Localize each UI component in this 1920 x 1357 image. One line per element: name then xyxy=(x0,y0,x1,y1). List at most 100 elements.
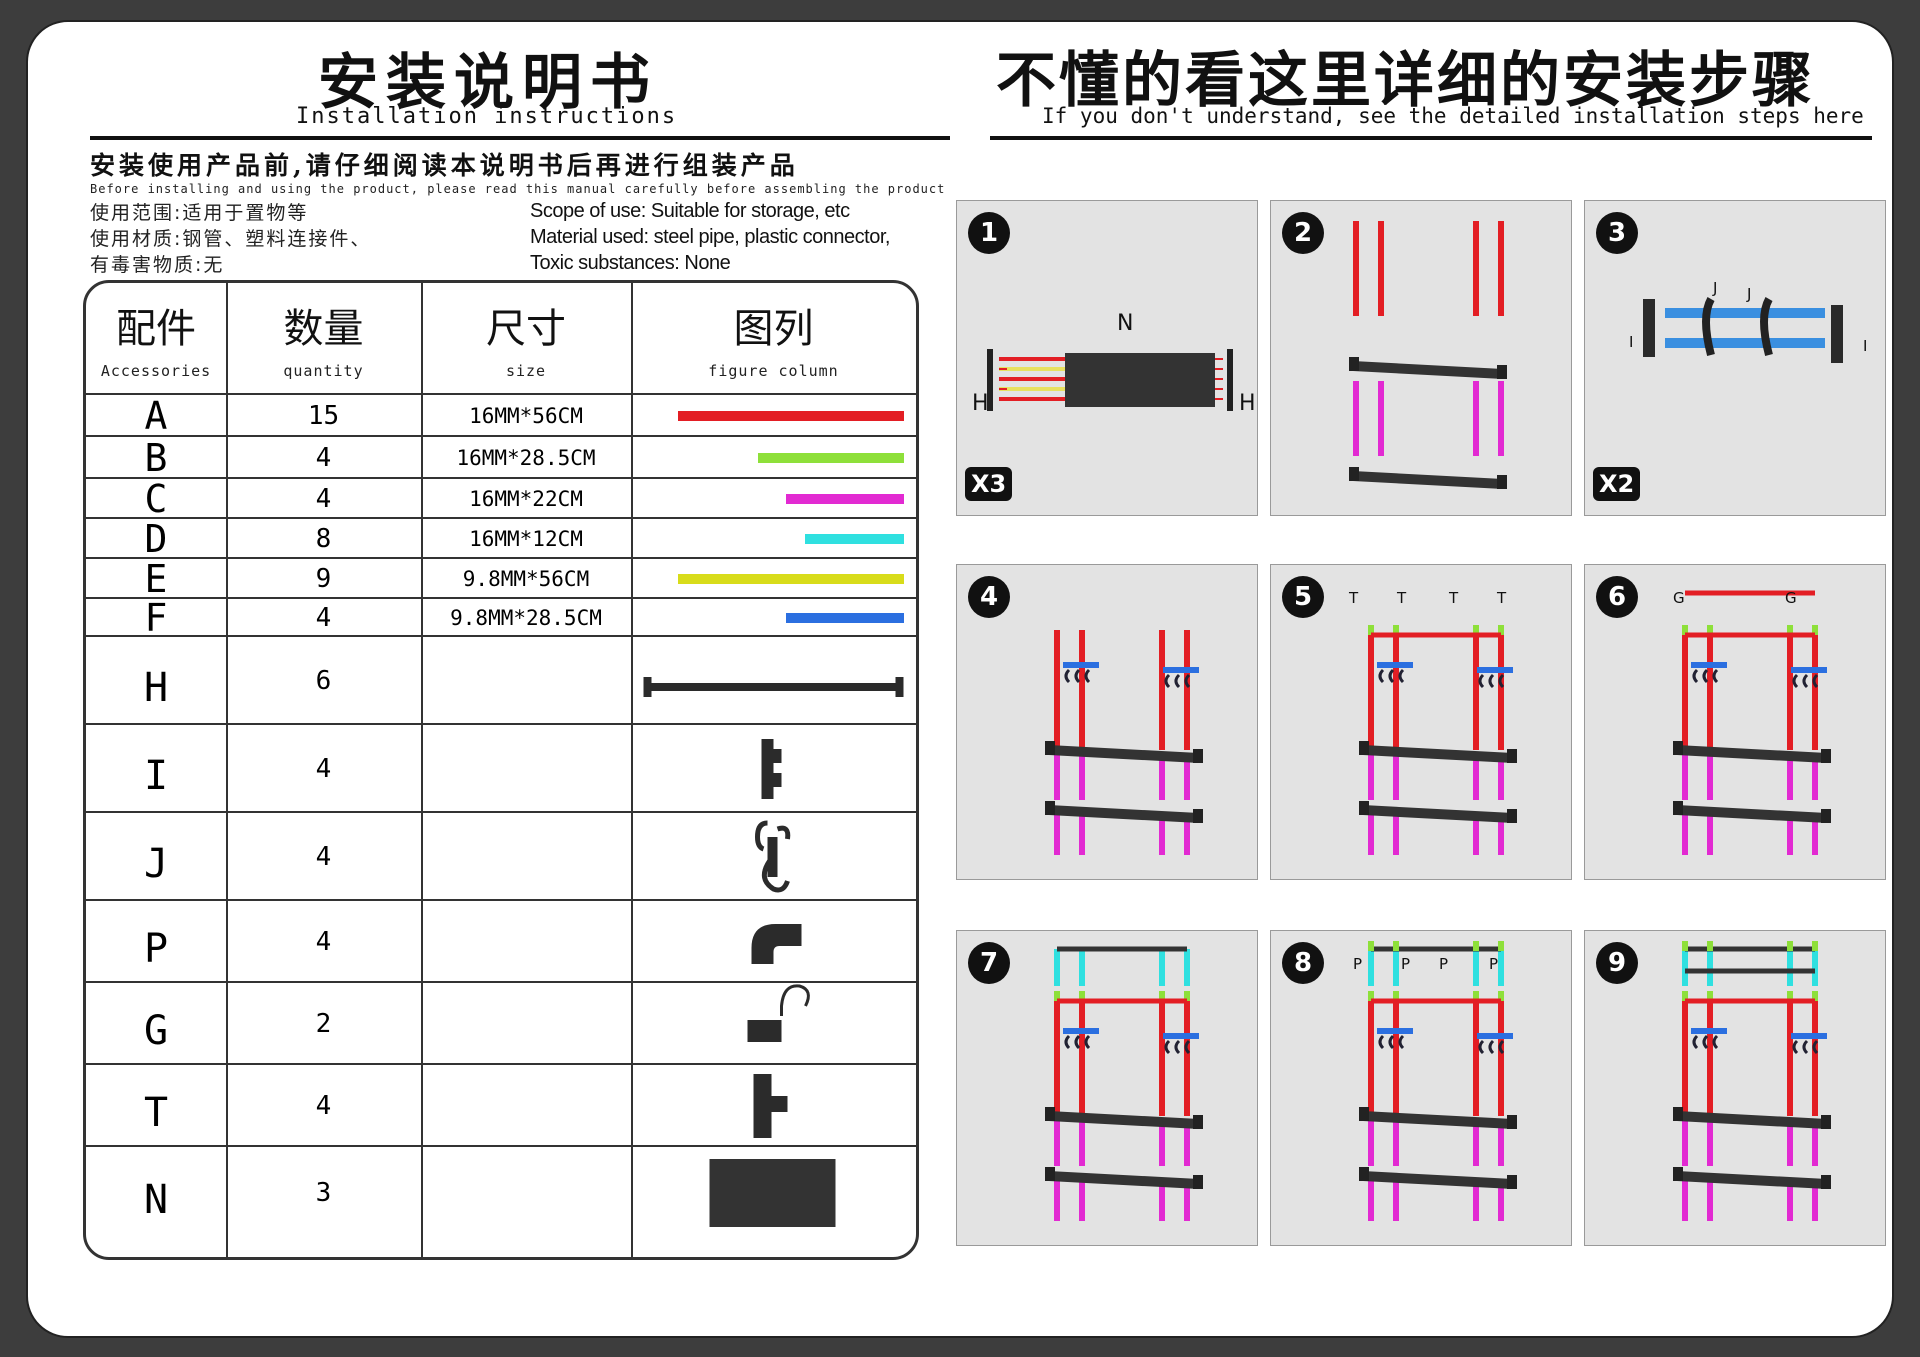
part-quantity: 4 xyxy=(315,1091,332,1121)
part-quantity: 15 xyxy=(307,401,340,431)
part-p-icon xyxy=(751,924,802,964)
steps-title-cn: 不懂的看这里详细的安装步骤 xyxy=(996,46,1815,116)
part-size xyxy=(421,1147,631,1239)
part-t-icon xyxy=(753,1074,788,1138)
part-quantity: 4 xyxy=(315,443,332,473)
step-number: 2 xyxy=(1282,212,1324,254)
part-letter: E xyxy=(144,557,168,601)
part-size xyxy=(421,725,631,813)
part-g-icon xyxy=(747,984,810,1042)
toxic-cn: 有毒害物质:无 xyxy=(90,254,225,276)
step-panel: 4 xyxy=(956,564,1258,880)
toxic-en: Toxic substances: None xyxy=(530,252,731,274)
part-label: I xyxy=(1863,337,1868,355)
part-label: T xyxy=(1497,589,1507,607)
header-cn: 尺寸 xyxy=(486,306,566,352)
part-label: P xyxy=(1439,955,1449,973)
header-rule-left xyxy=(90,136,950,140)
step-illustration xyxy=(1045,946,1203,1221)
scope-cn: 使用范围:适用于置物等 xyxy=(90,202,309,224)
part-letter: I xyxy=(143,753,169,799)
part-j-icon xyxy=(754,820,791,893)
part-figure xyxy=(631,1147,916,1239)
header-cn: 数量 xyxy=(283,306,364,352)
step-number: 6 xyxy=(1596,576,1638,618)
part-n-icon xyxy=(709,1159,836,1227)
step-number: 4 xyxy=(968,576,1010,618)
step-multiplier: X3 xyxy=(965,467,1013,501)
part-letter: J xyxy=(143,841,169,887)
part-figure xyxy=(631,599,916,637)
part-quantity: 4 xyxy=(315,754,332,784)
step-illustration xyxy=(1349,221,1507,489)
step-illustration xyxy=(1359,941,1517,1221)
part-h-icon xyxy=(643,677,904,697)
steps-title-en: If you don't understand, see the detaile… xyxy=(1042,104,1864,128)
specs-cn: 使用范围:适用于置物等 使用材质:钢管、塑料连接件、 有毒害物质:无 xyxy=(90,200,371,278)
part-letter: P xyxy=(143,926,169,972)
notice-cn: 安装使用产品前,请仔细阅读本说明书后再进行组装产品 xyxy=(90,151,799,180)
part-figure xyxy=(631,437,916,479)
part-quantity: 6 xyxy=(315,666,332,696)
part-letter: B xyxy=(144,436,168,480)
material-en: Material used: steel pipe, plastic conne… xyxy=(530,226,890,248)
part-letter: A xyxy=(144,394,168,438)
tube-swatch xyxy=(786,494,904,504)
title-cn: 安装说明书 xyxy=(318,48,658,118)
part-label: T xyxy=(1349,589,1359,607)
part-size: 16MM*12CM xyxy=(469,527,583,551)
part-letter: G xyxy=(143,1008,169,1054)
part-size xyxy=(421,637,631,725)
part-figure xyxy=(631,395,916,437)
part-label: T xyxy=(1397,589,1407,607)
part-quantity: 2 xyxy=(315,1009,332,1039)
step-number: 9 xyxy=(1596,942,1638,984)
part-size: 9.8MM*28.5CM xyxy=(450,606,602,630)
step-illustration xyxy=(1643,297,1843,363)
part-figure xyxy=(631,559,916,599)
part-figure xyxy=(631,901,916,983)
part-figure xyxy=(631,813,916,901)
part-letter: C xyxy=(144,477,168,521)
step-panel: 2 xyxy=(1270,200,1572,516)
step-illustration xyxy=(1359,625,1517,855)
part-quantity: 4 xyxy=(315,484,332,514)
part-letter: F xyxy=(144,596,168,640)
part-figure xyxy=(631,637,916,725)
part-size: 16MM*22CM xyxy=(469,487,583,511)
header-rule-right xyxy=(990,136,1872,140)
header-cn: 配件 xyxy=(116,306,196,352)
part-label: I xyxy=(1629,333,1634,351)
part-label: J xyxy=(1713,279,1718,297)
step-number: 8 xyxy=(1282,942,1324,984)
part-figure xyxy=(631,983,916,1065)
part-quantity: 9 xyxy=(315,564,332,594)
table-row: C 4 16MM*22CM xyxy=(86,477,916,521)
tube-swatch xyxy=(786,613,904,623)
step-multiplier: X2 xyxy=(1593,467,1641,501)
material-cn: 使用材质:钢管、塑料连接件、 xyxy=(90,228,372,250)
part-quantity: 3 xyxy=(315,1178,332,1208)
part-figure xyxy=(631,479,916,519)
part-label: P xyxy=(1401,955,1411,973)
part-quantity: 4 xyxy=(315,603,332,633)
notice-en: Before installing and using the product,… xyxy=(90,182,946,196)
part-i-icon xyxy=(761,739,782,799)
part-size xyxy=(421,813,631,901)
